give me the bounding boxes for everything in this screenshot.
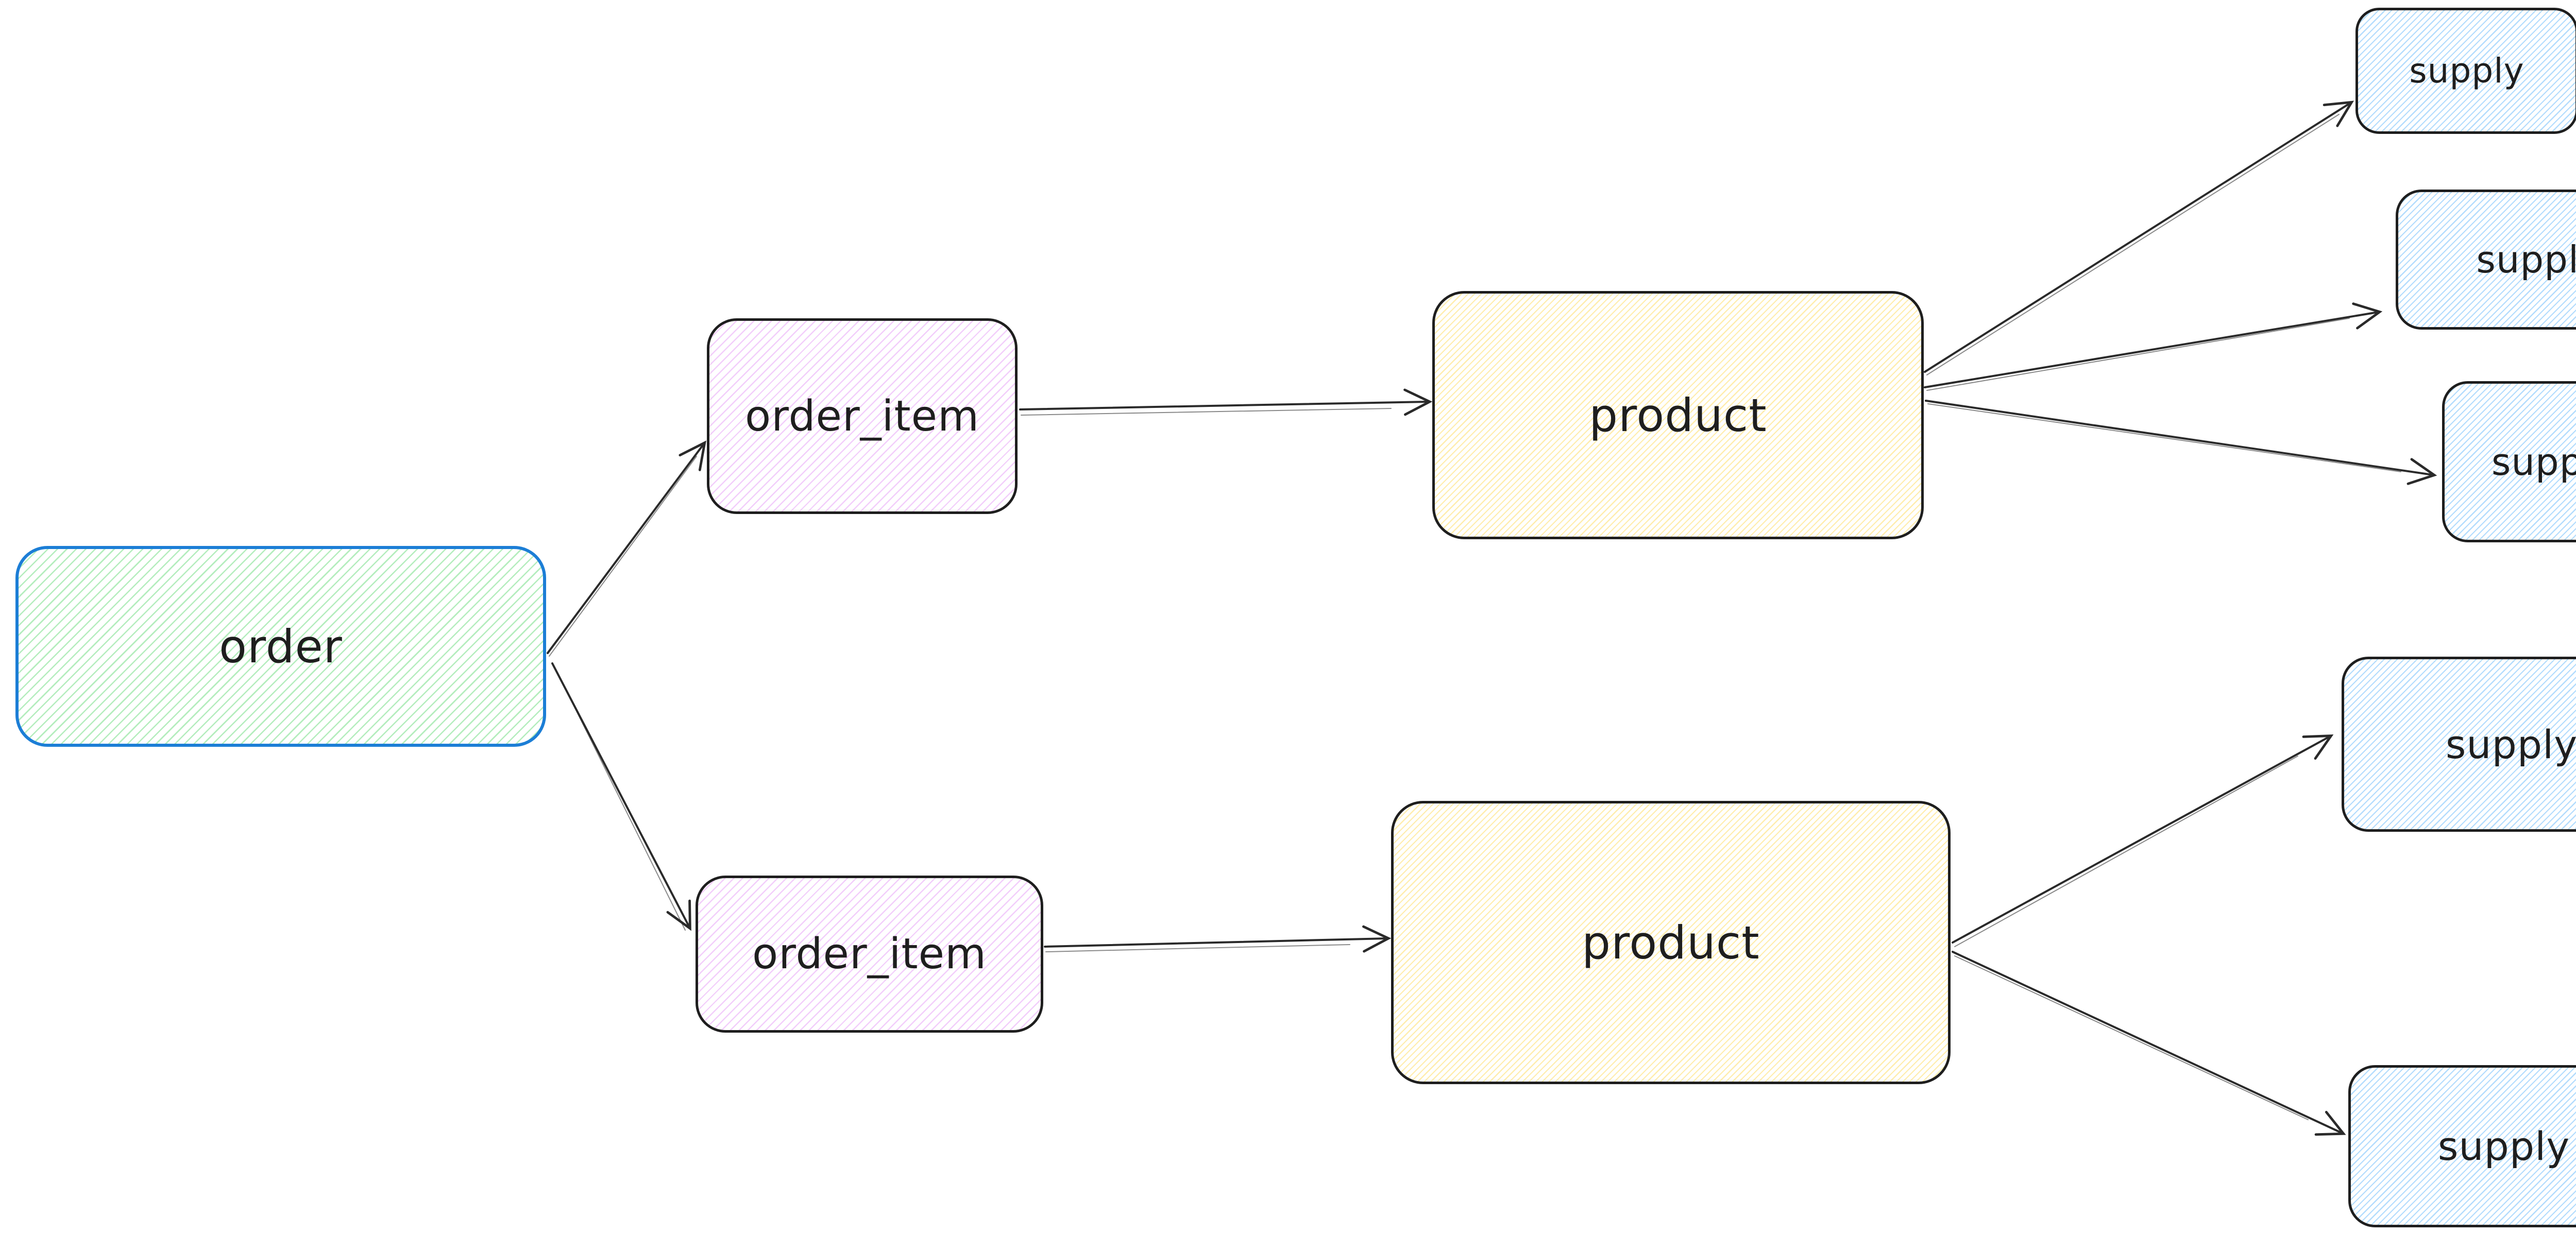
node-supply-2[interactable]: supply — [2396, 190, 2576, 330]
node-order[interactable]: order — [15, 546, 546, 747]
edge-order-to-order-item-2[interactable] — [551, 662, 691, 931]
node-product-1-label: product — [1589, 388, 1767, 442]
node-supply-5[interactable]: supply — [2348, 1065, 2576, 1227]
node-supply-5-label: supply — [2437, 1123, 2570, 1169]
node-product-2-label: product — [1582, 916, 1760, 969]
node-supply-3-label: supply — [2491, 440, 2576, 484]
edge-product-2-to-supply-4[interactable] — [1952, 734, 2334, 947]
edge-product-2-to-supply-5[interactable] — [1952, 951, 2346, 1136]
node-supply-3[interactable]: supply — [2442, 381, 2576, 542]
edge-product-1-to-supply-3[interactable] — [1925, 400, 2437, 485]
node-order-item-1-label: order_item — [745, 391, 979, 441]
node-order-label: order — [219, 620, 343, 673]
node-product-1[interactable]: product — [1432, 291, 1924, 539]
edge-order-item-1-to-product-1[interactable] — [1019, 388, 1433, 416]
edge-order-item-2-to-product-2[interactable] — [1044, 925, 1392, 953]
edge-product-1-to-supply-1[interactable] — [1924, 100, 2354, 375]
edge-product-1-to-supply-2[interactable] — [1924, 302, 2383, 391]
node-supply-4-label: supply — [2445, 721, 2576, 767]
node-product-2[interactable]: product — [1391, 801, 1951, 1084]
node-supply-4[interactable]: supply — [2342, 657, 2576, 832]
node-supply-1[interactable]: supply — [2355, 8, 2576, 134]
node-supply-2-label: supply — [2476, 238, 2576, 281]
node-order-item-2-label: order_item — [752, 930, 987, 979]
node-order-item-2[interactable]: order_item — [696, 876, 1043, 1033]
node-supply-1-label: supply — [2409, 51, 2524, 91]
edge-order-to-order-item-1[interactable] — [547, 440, 707, 657]
node-order-item-1[interactable]: order_item — [707, 318, 1018, 514]
